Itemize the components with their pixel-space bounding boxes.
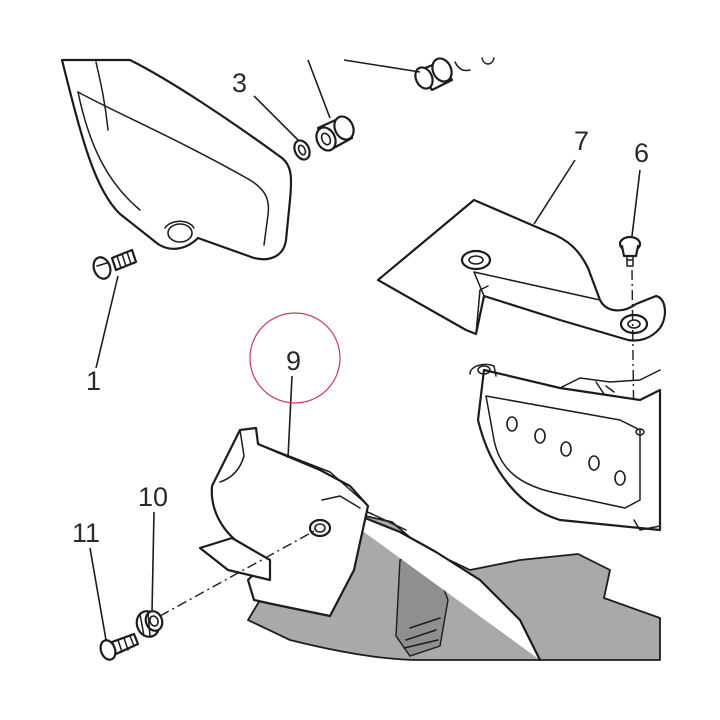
screw-part-1	[92, 248, 138, 280]
screw-part-6	[618, 235, 642, 267]
side-cover-part-9	[198, 426, 370, 618]
nut-part-10	[135, 610, 164, 638]
callout-1: 1	[86, 366, 101, 396]
upper-cover-part	[60, 58, 293, 261]
leader-lines	[89, 59, 641, 641]
top-grommet-part	[414, 57, 495, 92]
callout-9: 9	[286, 346, 301, 376]
callout-10: 10	[138, 482, 168, 512]
bushing-part-3	[293, 115, 355, 161]
bracket-part-7	[376, 198, 666, 342]
callout-3: 3	[232, 68, 247, 98]
rear-body-part	[247, 495, 661, 662]
tail-light-assembly	[469, 363, 662, 532]
screw-part-11	[99, 632, 140, 661]
callout-6: 6	[634, 138, 649, 168]
callout-9-highlight-ring	[249, 312, 341, 404]
axis-line-10	[159, 529, 317, 617]
callout-11: 11	[72, 518, 100, 548]
callout-7: 7	[574, 126, 589, 156]
